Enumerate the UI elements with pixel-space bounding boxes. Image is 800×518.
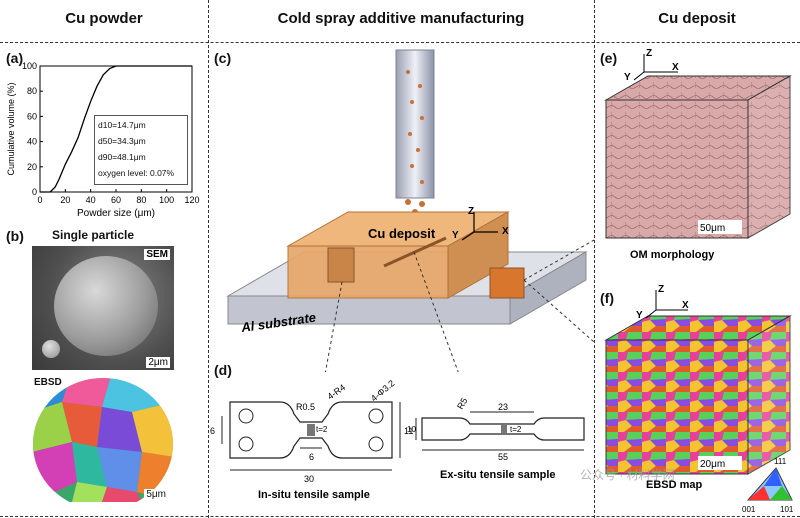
header-cu-powder: Cu powder	[65, 10, 143, 27]
spray-nozzle	[395, 49, 435, 199]
panel-label-e: (e)	[600, 50, 618, 66]
x-tick-label: 60	[111, 195, 121, 205]
d50-value: d50=34.3μm	[98, 136, 146, 146]
x-tick-label: 40	[86, 195, 96, 205]
exsitu-caption: Ex-situ tensile sample	[440, 469, 556, 481]
cu-deposit-side	[447, 211, 509, 299]
sem-scale-label: 2μm	[146, 357, 170, 368]
y-tick-label: 80	[27, 86, 37, 96]
axis-z-f: Z	[658, 284, 664, 295]
panel-label-c: (c)	[214, 50, 232, 66]
oxygen-level: oxygen level: 0.07%	[98, 168, 175, 178]
insitu-caption: In-situ tensile sample	[258, 489, 370, 501]
tensile-sample-drawings: R0.5 4-R4 4-Φ3.2 6 6 t=2 11 30 In-situ t…	[210, 380, 585, 501]
axis-z-e: Z	[646, 48, 652, 59]
insitu-sample-slot	[327, 247, 355, 283]
om-scale-label: 50μm	[700, 223, 725, 234]
exsitu-dim-23: 23	[498, 402, 508, 412]
exsitu-dim-10: 10	[407, 425, 416, 434]
insitu-dim-4phi: 4-Φ3.2	[369, 380, 397, 404]
psd-annotation-box: d10=14.7μm d50=34.3μm d90=48.1μm oxygen …	[94, 115, 188, 185]
panel-label-f: (f)	[600, 290, 614, 306]
y-tick-label: 100	[22, 61, 37, 71]
ipf-label-001: 001	[742, 505, 756, 514]
ebsd-scale-label: 20μm	[700, 459, 725, 470]
ebsd-label: EBSD	[34, 377, 62, 388]
x-tick-label: 0	[37, 195, 42, 205]
insitu-dim-thickness: t=2	[316, 425, 328, 434]
size-distribution-chart: 0 20 40 60 80 100 120 0 20 40 60 80 100 Powder size…	[6, 61, 200, 218]
insitu-dim-r05: R0.5	[296, 402, 315, 412]
ebsd-grains	[33, 378, 173, 502]
series-line	[40, 65, 192, 193]
single-particle-title: Single particle	[52, 228, 135, 242]
insitu-dim-11: 11	[404, 426, 413, 436]
divider-top	[0, 42, 800, 43]
om-cube-side	[747, 75, 791, 239]
ebsd-particle-image: EBSD 5μm	[32, 372, 174, 502]
axis-x-f: X	[682, 300, 689, 311]
om-cube-cut	[489, 267, 525, 299]
sem-label: SEM	[144, 249, 170, 260]
satellite-particle	[42, 340, 60, 358]
ebsd-cube: Z X Y 20μm EBSD map 111 001 101	[604, 284, 794, 514]
y-tick-label: 20	[27, 162, 37, 172]
header-cu-deposit: Cu deposit	[658, 10, 736, 27]
panel-label-d: (d)	[214, 362, 232, 378]
divider-bottom	[0, 516, 800, 517]
x-tick-label: 100	[159, 195, 174, 205]
axis-y-e: Y	[624, 72, 631, 83]
x-tick-label: 80	[136, 195, 146, 205]
watermark: 公众号 · 材料学网	[580, 468, 675, 482]
d10-value: d10=14.7μm	[98, 120, 146, 130]
ebsd-caption: EBSD map	[646, 479, 703, 491]
om-cube: Z X Y 50μm OM morphology	[604, 48, 792, 261]
cu-deposit-front	[287, 245, 449, 299]
insitu-dim-30: 30	[304, 474, 314, 484]
axis-z-c: Z	[468, 206, 474, 217]
ipf-label-101: 101	[780, 505, 794, 514]
x-tick-label: 120	[184, 195, 199, 205]
ipf-label-111: 111	[774, 457, 787, 466]
x-tick-label: 20	[60, 195, 70, 205]
sem-image: SEM 2μm	[32, 246, 174, 370]
exsitu-dim-55: 55	[498, 452, 508, 462]
axis-y-c: Y	[452, 230, 459, 241]
insitu-dim-4r4: 4-R4	[325, 382, 347, 401]
y-axis-label: Cumulative volume (%)	[6, 82, 16, 175]
ebsd-scale-label: 5μm	[144, 489, 168, 500]
panel-label-b: (b)	[6, 228, 24, 244]
ebsd-cube-front	[605, 339, 749, 475]
exsitu-dim-thickness: t=2	[510, 425, 522, 434]
exsitu-dim-r5: R5	[455, 396, 469, 411]
y-tick-label: 0	[32, 187, 37, 197]
divider-left	[208, 0, 209, 518]
om-caption: OM morphology	[630, 249, 715, 261]
divider-right	[594, 0, 595, 518]
exsitu-sample-slot	[383, 236, 447, 268]
y-tick-label: 40	[27, 137, 37, 147]
ebsd-cube-side	[747, 315, 791, 475]
om-cube-front	[605, 99, 749, 239]
axis-x-c: X	[502, 226, 509, 237]
panel-label-a: (a)	[6, 50, 24, 66]
axis-x-e: X	[672, 62, 679, 73]
powder-particle	[54, 256, 158, 356]
insitu-dim-6-gauge: 6	[309, 452, 314, 462]
insitu-dim-6-vertical: 6	[210, 426, 215, 436]
y-tick-label: 60	[27, 111, 37, 121]
d90-value: d90=48.1μm	[98, 152, 146, 162]
axis-y-f: Y	[636, 310, 643, 321]
header-cold-spray: Cold spray additive manufacturing	[277, 10, 525, 27]
cold-spray-schematic: Z X Y Cu deposit Al substrate	[226, 49, 594, 372]
x-axis-label: Powder size (μm)	[77, 208, 155, 218]
cu-deposit-label: Cu deposit	[368, 226, 436, 241]
al-substrate-side	[509, 251, 587, 325]
